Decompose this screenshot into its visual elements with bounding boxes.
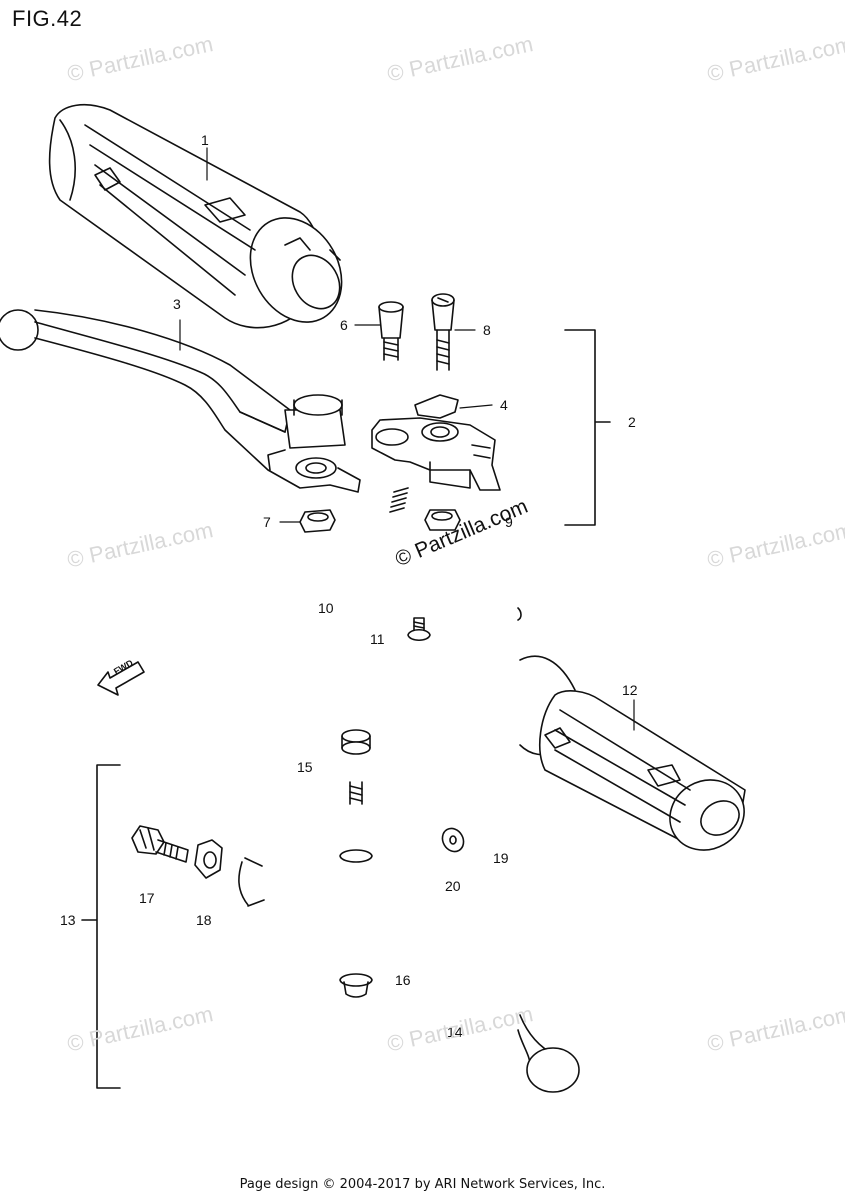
callout-2: 2 (628, 414, 636, 430)
callout-8: 8 (483, 322, 491, 338)
screw-8-drawing (431, 293, 455, 371)
bolt-6-drawing (378, 301, 404, 361)
callout-1: 1 (201, 132, 209, 148)
washer-19-drawing (441, 827, 465, 853)
callout-10: 10 (318, 600, 334, 616)
callout-18: 18 (196, 912, 212, 928)
callout-13: 13 (60, 912, 76, 928)
ring-20-drawing (339, 849, 373, 863)
brake-lever-drawing (0, 309, 361, 493)
callout-4: 4 (500, 397, 508, 413)
callout-17: 17 (139, 890, 155, 906)
grip-left-drawing (48, 103, 343, 329)
callout-15: 15 (297, 759, 313, 775)
callout-3: 3 (173, 296, 181, 312)
bolt-15-drawing (341, 729, 371, 805)
nut-18-drawing (194, 839, 223, 879)
callout-6: 6 (340, 317, 348, 333)
adjuster-17-drawing (131, 825, 189, 863)
fwd-arrow (97, 661, 145, 696)
figure-title: FIG.42 (12, 6, 83, 31)
lever-14-tip-drawing (517, 1014, 580, 1093)
bracket-2 (564, 329, 611, 526)
callout-7: 7 (263, 514, 271, 530)
screw-11-drawing (407, 617, 431, 642)
page-footer: Page design © 2004-2017 by ARI Network S… (239, 1177, 606, 1192)
callout-11: 11 (370, 631, 385, 647)
nut-7-drawing (299, 509, 336, 533)
lever-holder-drawing (371, 394, 501, 491)
leader-lines (179, 147, 635, 731)
callout-14: 14 (447, 1024, 463, 1040)
spring-5-drawing (389, 487, 409, 513)
callout-16: 16 (395, 972, 411, 988)
bracket-13 (81, 764, 121, 1089)
bushing-16-drawing (339, 973, 373, 998)
nut-9-drawing (424, 509, 461, 531)
lever-13-partial-drawing (238, 857, 265, 907)
callout-9: 9 (505, 514, 513, 530)
callout-20: 20 (445, 878, 461, 894)
callout-12: 12 (622, 682, 638, 698)
callout-19: 19 (493, 850, 509, 866)
switch-housing-mark (517, 607, 522, 621)
grip-right-drawing (519, 655, 746, 851)
